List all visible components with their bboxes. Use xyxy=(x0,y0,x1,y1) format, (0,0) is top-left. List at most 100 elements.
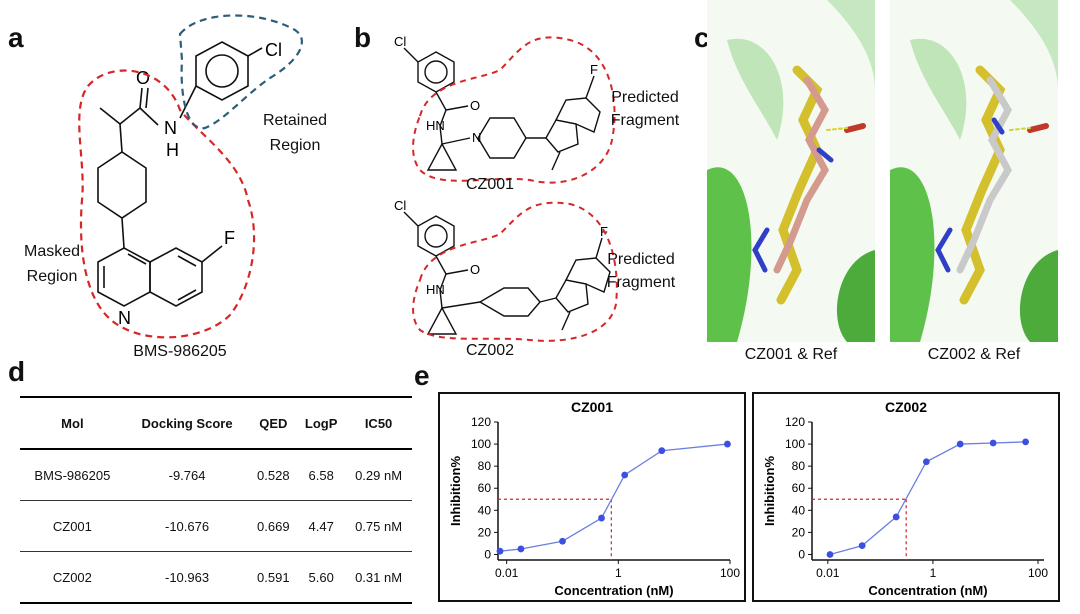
cz001-atom-hn: HN xyxy=(426,118,445,133)
data-point xyxy=(892,513,900,521)
y-axis-label: Inhibition% xyxy=(448,456,463,526)
data-point xyxy=(858,542,866,550)
data-point xyxy=(517,545,525,553)
docking-image-cz001 xyxy=(707,0,875,342)
cz002-atom-cl: Cl xyxy=(394,198,406,213)
chlorophenyl-ring xyxy=(195,41,249,101)
chart-frame xyxy=(438,392,746,602)
y-tick-label: 80 xyxy=(792,459,806,473)
panel-b-structure-cz002: Cl O HN F xyxy=(394,198,618,342)
panel-letter-b: b xyxy=(354,22,372,53)
cyclohexane-ring xyxy=(97,151,147,219)
cz001-atom-o: O xyxy=(470,98,480,113)
docking-caption-cz002: CZ002 & Ref xyxy=(927,346,1021,363)
x-tick-label: 0.01 xyxy=(495,566,519,580)
x-tick-label: 1 xyxy=(615,566,622,580)
panel-a-structure: Cl O N H F N xyxy=(78,14,303,339)
data-point xyxy=(989,439,997,447)
x-tick-label: 100 xyxy=(720,566,740,580)
molecule-name-cz001: CZ001 xyxy=(465,176,515,193)
cz002-atom-hn: HN xyxy=(426,282,445,297)
cz001-fragment-outline xyxy=(412,36,616,184)
y-tick-label: 40 xyxy=(478,503,492,517)
atom-f: F xyxy=(224,228,235,248)
cz002-fragment-label-1: Predicted xyxy=(607,251,675,268)
table-cell: 6.58 xyxy=(297,449,346,501)
atom-o: O xyxy=(136,68,150,88)
y-tick-label: 0 xyxy=(798,547,805,561)
table-cell: BMS-986205 xyxy=(20,449,125,501)
y-tick-label: 60 xyxy=(478,481,492,495)
cz001-atom-cl: Cl xyxy=(394,34,406,49)
table-cell: 0.669 xyxy=(249,500,298,552)
cz001-atom-n: N xyxy=(472,130,481,145)
data-point xyxy=(496,547,504,555)
table-row: BMS-986205 -9.764 0.528 6.58 0.29 nM xyxy=(20,449,412,501)
data-point xyxy=(922,458,930,466)
table-cell: 4.47 xyxy=(297,500,346,552)
atom-n: N xyxy=(118,308,131,328)
table-cell: 5.60 xyxy=(297,551,346,604)
table-header-cell: Docking Score xyxy=(124,396,250,450)
docking-caption-cz001: CZ001 & Ref xyxy=(744,346,838,363)
panel-letter-c: c xyxy=(694,22,710,53)
table-header-cell: IC50 xyxy=(345,396,412,450)
data-point xyxy=(621,471,629,479)
x-tick-label: 100 xyxy=(1028,566,1048,580)
y-tick-label: 80 xyxy=(478,459,492,473)
chart-title: CZ001 xyxy=(571,399,613,415)
y-tick-label: 20 xyxy=(478,525,492,539)
panel-b-structure-cz001: Cl O HN N F xyxy=(394,34,616,184)
quinoline-ring-a xyxy=(97,247,151,307)
panel-letter-a: a xyxy=(8,22,24,53)
x-axis-label: Concentration (nM) xyxy=(554,583,673,598)
y-tick-label: 20 xyxy=(792,525,806,539)
atom-nh-h: H xyxy=(166,140,179,160)
retained-region-outline xyxy=(178,14,303,130)
y-tick-label: 100 xyxy=(471,437,491,451)
docking-image-cz002 xyxy=(890,0,1058,342)
cz001-fragment-label-2: Fragment xyxy=(610,112,680,129)
panel-letter-e: e xyxy=(414,360,430,391)
cz002-fragment-label-2: Fragment xyxy=(606,274,676,291)
molecule-name-cz002: CZ002 xyxy=(465,342,515,359)
data-point xyxy=(559,537,566,545)
retained-label-1: Retained xyxy=(262,112,328,129)
table-cell: -10.963 xyxy=(124,551,250,604)
atom-nh-n: N xyxy=(164,118,177,138)
masked-label-2: Region xyxy=(26,268,78,285)
table-row: CZ001 -10.676 0.669 4.47 0.75 nM xyxy=(20,500,412,552)
data-point xyxy=(826,551,834,558)
table-header-row: Mol Docking Score QED LogP IC50 xyxy=(20,396,412,450)
y-tick-label: 60 xyxy=(792,481,806,495)
data-point xyxy=(724,440,731,448)
x-tick-label: 0.01 xyxy=(816,566,840,580)
table-cell: 0.591 xyxy=(249,551,298,604)
table-cell: CZ001 xyxy=(20,500,125,552)
chart-frame xyxy=(752,392,1060,602)
table-cell: 0.31 nM xyxy=(345,551,412,604)
data-point xyxy=(1022,438,1029,446)
data-point xyxy=(658,447,666,455)
cz002-fragment-outline xyxy=(412,201,618,342)
chart-title: CZ002 xyxy=(885,399,927,415)
panel-letter-d: d xyxy=(8,356,26,387)
table-header-cell: Mol xyxy=(20,396,125,450)
data-point xyxy=(956,440,964,448)
table-row: CZ002 -10.963 0.591 5.60 0.31 nM xyxy=(20,551,412,604)
y-tick-label: 100 xyxy=(785,437,805,451)
table-cell: 0.528 xyxy=(249,449,298,501)
table-cell: -10.676 xyxy=(124,500,250,552)
molecule-name-bms: BMS-986205 xyxy=(133,343,227,360)
table-header-cell: QED xyxy=(249,396,298,450)
masked-label-1: Masked xyxy=(23,243,81,260)
table-cell: CZ002 xyxy=(20,551,125,604)
masked-region-outline xyxy=(78,69,256,339)
x-tick-label: 1 xyxy=(930,566,937,580)
property-table: Mol Docking Score QED LogP IC50 BMS-9862… xyxy=(20,396,412,604)
x-axis-label: Concentration (nM) xyxy=(868,583,987,598)
table-cell: 0.75 nM xyxy=(345,500,412,552)
data-point xyxy=(598,514,605,522)
y-axis-label: Inhibition% xyxy=(762,456,777,526)
